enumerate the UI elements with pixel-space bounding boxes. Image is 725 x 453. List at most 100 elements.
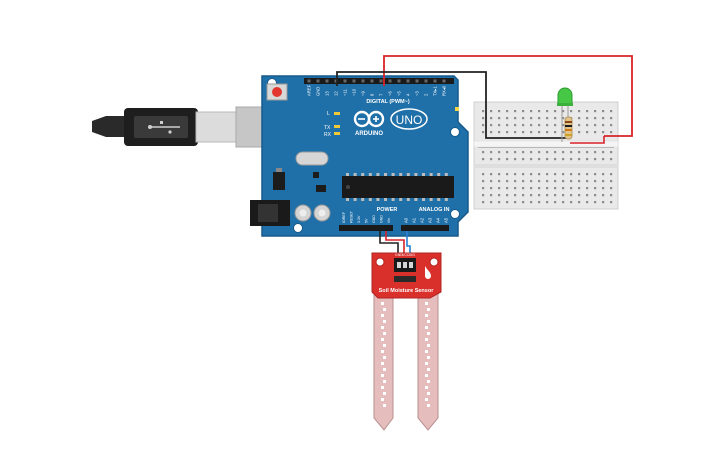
breadboard-hole[interactable] xyxy=(586,158,589,161)
breadboard-hole[interactable] xyxy=(530,194,533,197)
breadboard-hole[interactable] xyxy=(594,117,597,120)
breadboard-hole[interactable] xyxy=(506,117,509,120)
digital-pin-hole[interactable] xyxy=(424,79,428,83)
breadboard-hole[interactable] xyxy=(610,151,613,154)
breadboard-hole[interactable] xyxy=(570,151,573,154)
breadboard-hole[interactable] xyxy=(578,117,581,120)
breadboard-hole[interactable] xyxy=(522,151,525,154)
breadboard-hole[interactable] xyxy=(538,187,541,190)
breadboard-hole[interactable] xyxy=(498,173,501,176)
breadboard-hole[interactable] xyxy=(594,131,597,134)
breadboard-hole[interactable] xyxy=(482,117,485,120)
digital-pin-hole[interactable] xyxy=(334,79,338,83)
breadboard-hole[interactable] xyxy=(546,194,549,197)
breadboard-hole[interactable] xyxy=(490,124,493,127)
breadboard-hole[interactable] xyxy=(610,117,613,120)
breadboard-hole[interactable] xyxy=(514,124,517,127)
breadboard-hole[interactable] xyxy=(586,151,589,154)
breadboard-hole[interactable] xyxy=(554,158,557,161)
digital-pin-hole[interactable] xyxy=(370,79,374,83)
digital-pin-hole[interactable] xyxy=(316,79,320,83)
breadboard-hole[interactable] xyxy=(610,187,613,190)
breadboard-hole[interactable] xyxy=(498,151,501,154)
breadboard-hole[interactable] xyxy=(562,124,565,127)
breadboard-hole[interactable] xyxy=(586,131,589,134)
breadboard-hole[interactable] xyxy=(562,180,565,183)
breadboard-hole[interactable] xyxy=(482,187,485,190)
digital-pin-hole[interactable] xyxy=(325,79,329,83)
breadboard-hole[interactable] xyxy=(610,180,613,183)
breadboard-hole[interactable] xyxy=(594,158,597,161)
breadboard-hole[interactable] xyxy=(490,110,493,113)
breadboard-hole[interactable] xyxy=(514,201,517,204)
digital-pin-hole[interactable] xyxy=(352,79,356,83)
breadboard-hole[interactable] xyxy=(610,201,613,204)
digital-pin-hole[interactable] xyxy=(415,79,419,83)
breadboard-hole[interactable] xyxy=(530,151,533,154)
breadboard-hole[interactable] xyxy=(506,194,509,197)
breadboard-hole[interactable] xyxy=(490,201,493,204)
breadboard-hole[interactable] xyxy=(554,180,557,183)
breadboard-hole[interactable] xyxy=(562,110,565,113)
breadboard-hole[interactable] xyxy=(538,194,541,197)
breadboard-hole[interactable] xyxy=(586,194,589,197)
digital-pin-hole[interactable] xyxy=(397,79,401,83)
breadboard-hole[interactable] xyxy=(594,151,597,154)
breadboard-hole[interactable] xyxy=(602,201,605,204)
breadboard-hole[interactable] xyxy=(562,131,565,134)
breadboard-hole[interactable] xyxy=(554,187,557,190)
breadboard-hole[interactable] xyxy=(610,124,613,127)
breadboard-hole[interactable] xyxy=(514,158,517,161)
breadboard-hole[interactable] xyxy=(482,201,485,204)
breadboard-hole[interactable] xyxy=(554,173,557,176)
breadboard-hole[interactable] xyxy=(506,201,509,204)
breadboard-hole[interactable] xyxy=(546,201,549,204)
breadboard-hole[interactable] xyxy=(506,151,509,154)
breadboard-hole[interactable] xyxy=(562,201,565,204)
breadboard-hole[interactable] xyxy=(506,131,509,134)
breadboard-hole[interactable] xyxy=(610,158,613,161)
breadboard-hole[interactable] xyxy=(538,201,541,204)
breadboard-hole[interactable] xyxy=(602,180,605,183)
breadboard-hole[interactable] xyxy=(554,117,557,120)
breadboard-hole[interactable] xyxy=(498,180,501,183)
breadboard-hole[interactable] xyxy=(594,124,597,127)
breadboard-hole[interactable] xyxy=(586,187,589,190)
breadboard-hole[interactable] xyxy=(506,124,509,127)
digital-pin-hole[interactable] xyxy=(442,79,446,83)
breadboard-hole[interactable] xyxy=(570,180,573,183)
breadboard-hole[interactable] xyxy=(498,158,501,161)
breadboard-hole[interactable] xyxy=(578,131,581,134)
breadboard-hole[interactable] xyxy=(538,124,541,127)
breadboard-hole[interactable] xyxy=(530,180,533,183)
breadboard-hole[interactable] xyxy=(594,180,597,183)
breadboard-hole[interactable] xyxy=(554,194,557,197)
breadboard-hole[interactable] xyxy=(562,194,565,197)
breadboard-hole[interactable] xyxy=(514,187,517,190)
digital-pin-hole[interactable] xyxy=(379,79,383,83)
breadboard-hole[interactable] xyxy=(602,158,605,161)
breadboard-hole[interactable] xyxy=(594,110,597,113)
breadboard-hole[interactable] xyxy=(514,110,517,113)
breadboard-hole[interactable] xyxy=(546,117,549,120)
breadboard-hole[interactable] xyxy=(490,173,493,176)
breadboard-hole[interactable] xyxy=(498,117,501,120)
breadboard-hole[interactable] xyxy=(498,187,501,190)
breadboard-hole[interactable] xyxy=(482,180,485,183)
breadboard-hole[interactable] xyxy=(570,194,573,197)
breadboard-hole[interactable] xyxy=(506,187,509,190)
breadboard-hole[interactable] xyxy=(602,187,605,190)
breadboard-hole[interactable] xyxy=(506,180,509,183)
breadboard-hole[interactable] xyxy=(610,173,613,176)
breadboard-hole[interactable] xyxy=(562,158,565,161)
breadboard-hole[interactable] xyxy=(602,131,605,134)
breadboard-hole[interactable] xyxy=(522,173,525,176)
breadboard-hole[interactable] xyxy=(594,194,597,197)
breadboard-hole[interactable] xyxy=(546,158,549,161)
breadboard-hole[interactable] xyxy=(586,180,589,183)
breadboard-hole[interactable] xyxy=(578,151,581,154)
breadboard-hole[interactable] xyxy=(562,151,565,154)
breadboard-hole[interactable] xyxy=(490,180,493,183)
breadboard-hole[interactable] xyxy=(578,110,581,113)
breadboard-hole[interactable] xyxy=(546,131,549,134)
